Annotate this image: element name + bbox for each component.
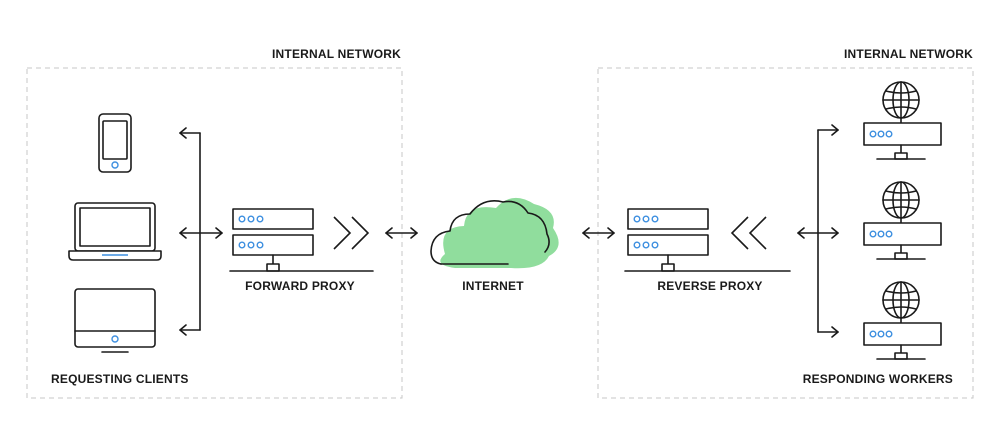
arrow-left-icon: [179, 227, 187, 239]
smartphone-icon: [98, 113, 132, 173]
bidirectional-arrow-left: [385, 227, 418, 239]
arrow-right-icon: [831, 227, 839, 239]
bidirectional-arrow-right: [582, 227, 615, 239]
arrow-left-icon: [179, 127, 187, 139]
requesting-clients-label: REQUESTING CLIENTS: [51, 372, 189, 386]
arrow-right-icon: [831, 326, 839, 338]
internal-network-right-label: INTERNAL NETWORK: [844, 47, 973, 61]
worker-globe-server-icon: [863, 181, 942, 260]
clients-connector: [179, 127, 223, 336]
responding-workers-label: RESPONDING WORKERS: [803, 372, 953, 386]
forward-proxy-server-icon: [229, 208, 374, 272]
cloud-icon: [430, 197, 559, 269]
arrow-right-icon: [831, 124, 839, 136]
double-chevron-left-icon: [730, 216, 767, 250]
worker-globe-server-icon: [863, 281, 942, 360]
responding-workers: [863, 81, 942, 360]
double-chevron-right-icon: [333, 216, 370, 250]
arrow-left-icon: [179, 324, 187, 336]
arrow-right-icon: [215, 227, 223, 239]
reverse-proxy-server-icon: [624, 208, 791, 272]
reverse-proxy-label: REVERSE PROXY: [657, 279, 762, 293]
workers-connector: [797, 124, 839, 338]
internal-network-left-label: INTERNAL NETWORK: [272, 47, 401, 61]
arrow-left-icon: [797, 227, 805, 239]
laptop-icon: [68, 202, 162, 261]
internet-label: INTERNET: [462, 279, 524, 293]
forward-proxy-label: FORWARD PROXY: [245, 279, 355, 293]
desktop-monitor-icon: [74, 288, 156, 353]
worker-globe-server-icon: [863, 81, 942, 160]
